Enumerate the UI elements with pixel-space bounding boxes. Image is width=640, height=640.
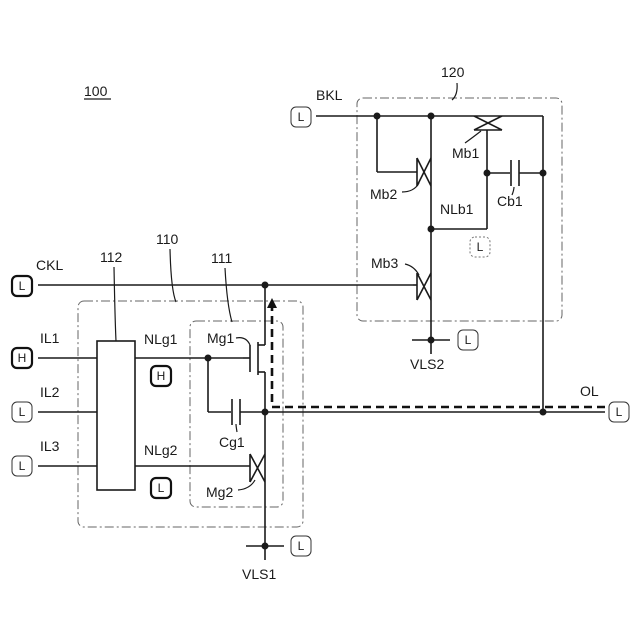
cg1-label: Cg1 — [219, 434, 245, 450]
svg-text:L: L — [19, 405, 26, 419]
mb2-transistor-symbol — [417, 158, 431, 186]
cb1-right-junction — [540, 170, 547, 177]
svg-text:L: L — [158, 481, 165, 495]
block-110-label: 110 — [156, 231, 179, 247]
mb1-label: Mb1 — [452, 145, 479, 161]
block-110-leader — [170, 249, 176, 302]
svg-text:L: L — [19, 459, 26, 473]
il1-label: IL1 — [40, 330, 60, 346]
cb1-label: Cb1 — [497, 193, 523, 209]
state-tag-bkl: L — [291, 107, 311, 127]
block-120-leader — [452, 83, 457, 100]
mg1-leader — [236, 338, 250, 345]
block-111-label: 111 — [211, 250, 232, 266]
mb2-label: Mb2 — [370, 186, 397, 202]
block-112-label: 112 — [100, 249, 123, 265]
logic-block-112 — [97, 341, 135, 490]
state-tag-nlg2: L — [151, 478, 171, 498]
block-120-label: 120 — [441, 64, 465, 80]
mg1-label: Mg1 — [207, 330, 234, 346]
mb3-transistor-symbol — [417, 273, 431, 300]
state-tag-il2: L — [12, 402, 32, 422]
nlb1-label: NLb1 — [440, 201, 474, 217]
mb3-label: Mb3 — [371, 255, 398, 271]
mb1-transistor-symbol — [474, 116, 502, 134]
svg-text:H: H — [18, 351, 27, 365]
vls1-junction — [262, 543, 269, 550]
svg-text:L: L — [477, 240, 484, 254]
state-tag-vls1: L — [291, 536, 311, 556]
state-tag-nlb1: L — [470, 237, 490, 257]
block-111-boundary — [190, 321, 283, 507]
svg-text:L: L — [298, 539, 305, 553]
vls2-junction — [428, 337, 435, 344]
figure-ref-label: 100 — [84, 83, 108, 99]
state-tag-il3: L — [12, 456, 32, 476]
vls2-label: VLS2 — [410, 356, 444, 372]
svg-text:H: H — [157, 369, 166, 383]
state-tag-ckl: L — [12, 276, 32, 296]
mg2-leader — [238, 480, 255, 490]
il3-label: IL3 — [40, 438, 60, 454]
vls1-label: VLS1 — [242, 566, 276, 582]
mb1-leader — [465, 131, 481, 143]
ol-label: OL — [580, 383, 599, 399]
mg2-transistor-symbol — [243, 454, 265, 482]
state-tag-vls2: L — [458, 330, 478, 350]
svg-text:L: L — [298, 110, 305, 124]
svg-text:L: L — [465, 333, 472, 347]
ckl-label: CKL — [36, 257, 63, 273]
nlg1-label: NLg1 — [144, 331, 178, 347]
mg2-label: Mg2 — [206, 484, 233, 500]
svg-text:L: L — [616, 405, 623, 419]
svg-text:L: L — [19, 279, 26, 293]
state-tag-il1: H — [12, 348, 32, 368]
il2-label: IL2 — [40, 384, 60, 400]
state-tag-nlg1: H — [151, 366, 171, 386]
state-tag-ol: L — [609, 402, 629, 422]
nlg2-label: NLg2 — [144, 442, 178, 458]
block-111-leader — [225, 268, 232, 322]
bkl-label: BKL — [316, 87, 343, 103]
cg1-leader — [236, 424, 237, 432]
signal-path-arrow — [272, 303, 605, 407]
block-112-leader — [114, 267, 116, 341]
